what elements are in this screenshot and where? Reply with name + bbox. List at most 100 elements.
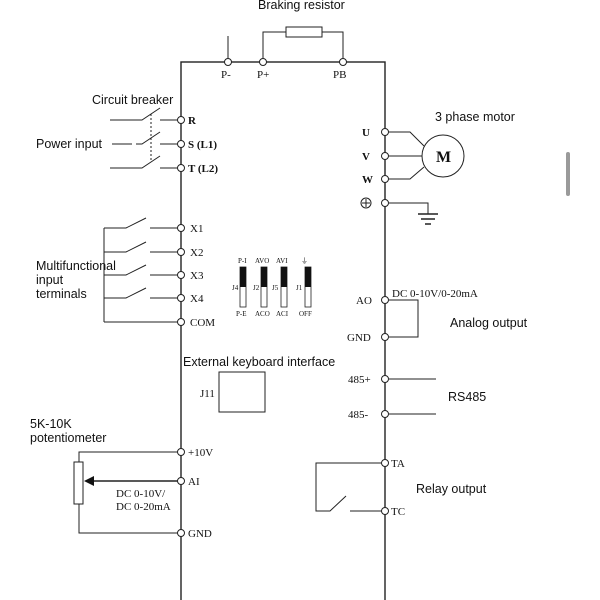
terminal-label-p-plus: P+: [257, 69, 269, 81]
terminal-label-com: COM: [190, 317, 215, 329]
terminal-label-v: V: [362, 151, 370, 163]
jumper-top-label-1: P-I: [238, 257, 247, 265]
terminal-p-plus: [259, 58, 267, 66]
jumper-top-label-4: ⏚: [301, 257, 308, 265]
terminal-485-minus: [381, 410, 389, 418]
multifunctional-label-line3: terminals: [36, 287, 87, 301]
terminal-gnd-right: [381, 333, 389, 341]
motor-m-icon: M: [436, 149, 451, 166]
circuit-breaker-switches: [110, 107, 181, 169]
jumper-bottom-label-4: OFF: [299, 310, 312, 318]
terminal-u: [381, 128, 389, 136]
jumper-bottom-label-2: ACO: [255, 310, 270, 318]
jumper-block: P-I AVO AVI ⏚ J4 J2 J5 J1 P-E ACO ACI OF…: [232, 257, 312, 318]
keyboard-interface-label: External keyboard interface: [183, 355, 335, 369]
motor-wire-u: [385, 131, 425, 147]
terminal-label-485-minus: 485-: [348, 409, 369, 421]
terminal-label-ao: AO: [356, 295, 372, 307]
circuit-breaker-label: Circuit breaker: [92, 93, 173, 107]
relay-area: [316, 463, 385, 511]
terminal-label-r: R: [188, 115, 197, 127]
terminal-ta: [381, 459, 389, 467]
jumper-side-label-3: J5: [272, 284, 279, 292]
analog-output-label: Analog output: [450, 316, 528, 330]
terminal-x4: [177, 294, 185, 302]
power-input-label: Power input: [36, 137, 103, 151]
terminal-label-t: T (L2): [188, 163, 218, 175]
terminal-plus10v: [177, 448, 185, 456]
terminal-label-x3: X3: [190, 270, 204, 282]
ai-range-line2: DC 0-20mA: [116, 501, 171, 513]
terminal-w: [381, 175, 389, 183]
braking-resistor-label: Braking resistor: [258, 0, 345, 12]
terminal-x1: [177, 224, 185, 232]
jumper-top-label-2: AVO: [255, 257, 269, 265]
relay-contact: [315, 462, 385, 512]
terminal-ai: [177, 477, 185, 485]
terminal-earth: [381, 199, 389, 207]
terminal-label-x1: X1: [190, 223, 203, 235]
rs485-wires: [389, 378, 436, 415]
motor-label: 3 phase motor: [435, 110, 515, 124]
terminal-ao: [381, 296, 389, 304]
terminal-v: [381, 152, 389, 160]
terminal-label-p-minus: P-: [221, 69, 231, 81]
jumper-bottom-label-1: P-E: [236, 310, 247, 318]
terminal-label-gnd-left: GND: [188, 528, 212, 540]
jumper-side-label-2: J2: [253, 284, 260, 292]
scrollbar-thumb[interactable]: [566, 152, 570, 196]
ai-range-line1: DC 0-10V/: [116, 488, 166, 500]
earth-symbol-icon: [360, 197, 372, 209]
potentiometer-label-line1: 5K-10K: [30, 417, 72, 431]
terminal-x3: [177, 271, 185, 279]
jumper-side-label-1: J4: [232, 284, 239, 292]
terminal-pb: [339, 58, 347, 66]
terminal-t: [177, 164, 185, 172]
ground-icon: [418, 213, 438, 225]
terminal-gnd-left: [177, 529, 185, 537]
terminal-label-plus10v: +10V: [188, 447, 213, 459]
terminal-x2: [177, 248, 185, 256]
potentiometer-label-line2: potentiometer: [30, 431, 106, 445]
terminal-label-u: U: [362, 127, 370, 139]
drive-enclosure: [180, 61, 386, 600]
jumper-bottom-label-3: ACI: [276, 310, 289, 318]
terminal-tc: [381, 507, 389, 515]
multifunctional-label-line1: Multifunctional: [36, 259, 116, 273]
rs485-label: RS485: [448, 390, 486, 404]
terminal-r: [177, 116, 185, 124]
pot-wire-bottom: [78, 504, 181, 534]
terminal-p-minus: [224, 58, 232, 66]
earth-wire: [389, 202, 429, 214]
analog-output-wires: [389, 299, 419, 338]
terminal-label-ta: TA: [391, 458, 405, 470]
input-switches: [103, 217, 181, 323]
terminal-label-s: S (L1): [188, 139, 217, 151]
terminal-label-ai: AI: [188, 476, 200, 488]
terminal-label-w: W: [362, 174, 373, 186]
terminal-label-x4: X4: [190, 293, 204, 305]
jumper-side-label-4: J1: [296, 284, 303, 292]
potentiometer-symbol: [73, 461, 84, 505]
braking-resistor-wires: [262, 31, 344, 62]
keyboard-port-label: J11: [200, 388, 215, 400]
terminal-485-plus: [381, 375, 389, 383]
terminal-com: [177, 318, 185, 326]
multifunctional-label-line2: input: [36, 273, 64, 287]
terminal-label-gnd-right: GND: [347, 332, 371, 344]
pot-wire-top: [78, 451, 181, 462]
pot-wiper-arrow-icon: [84, 476, 94, 486]
jumper-top-label-3: AVI: [276, 257, 288, 265]
motor-wire-w: [385, 166, 425, 180]
keyboard-port-j11: [218, 371, 266, 413]
terminal-label-485-plus: 485+: [348, 374, 371, 386]
terminal-label-x2: X2: [190, 247, 203, 259]
braking-resistor-symbol: [285, 26, 323, 38]
earth-symbol-cross: [362, 199, 370, 207]
ao-range-label: DC 0-10V/0-20mA: [392, 288, 478, 300]
terminal-label-tc: TC: [391, 506, 405, 518]
relay-output-label: Relay output: [416, 482, 487, 496]
terminal-label-pb: PB: [333, 69, 346, 81]
terminal-s: [177, 140, 185, 148]
